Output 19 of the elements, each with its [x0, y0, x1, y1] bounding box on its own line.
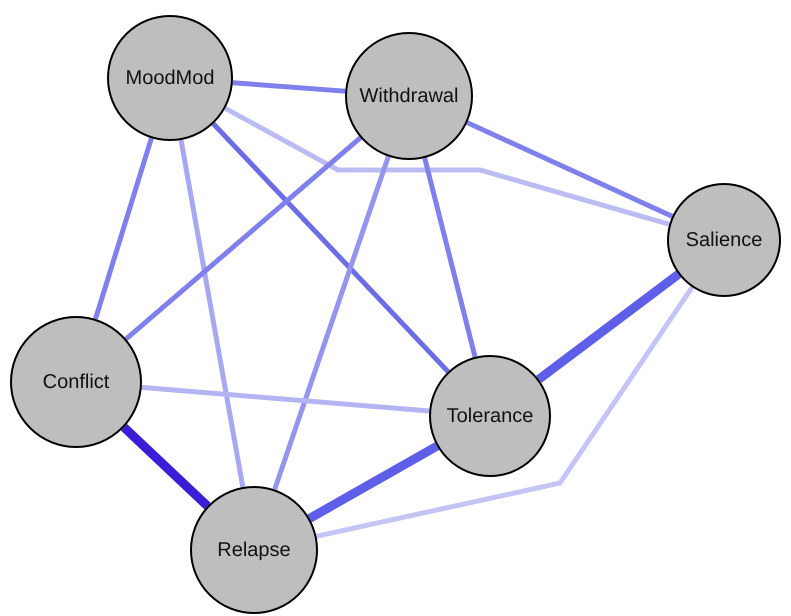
network-edge — [272, 156, 391, 490]
node-label: Tolerance — [446, 404, 534, 428]
network-edge — [536, 270, 682, 383]
node-label: Salience — [686, 228, 762, 252]
node-label: Relapse — [217, 538, 291, 562]
network-edge — [307, 442, 440, 522]
network-edge — [466, 120, 674, 219]
network-edge — [212, 122, 450, 374]
network-edge — [224, 106, 670, 227]
node-label: Conflict — [42, 370, 110, 394]
network-edge — [93, 137, 154, 320]
node-label: Withdrawal — [360, 84, 458, 108]
node-label: MoodMod — [126, 66, 214, 90]
network-edge — [422, 157, 478, 358]
network-edge — [316, 286, 694, 539]
network-edge — [178, 140, 246, 488]
network-edge — [120, 424, 211, 510]
network-edge — [232, 80, 346, 94]
network-edge — [142, 384, 430, 414]
